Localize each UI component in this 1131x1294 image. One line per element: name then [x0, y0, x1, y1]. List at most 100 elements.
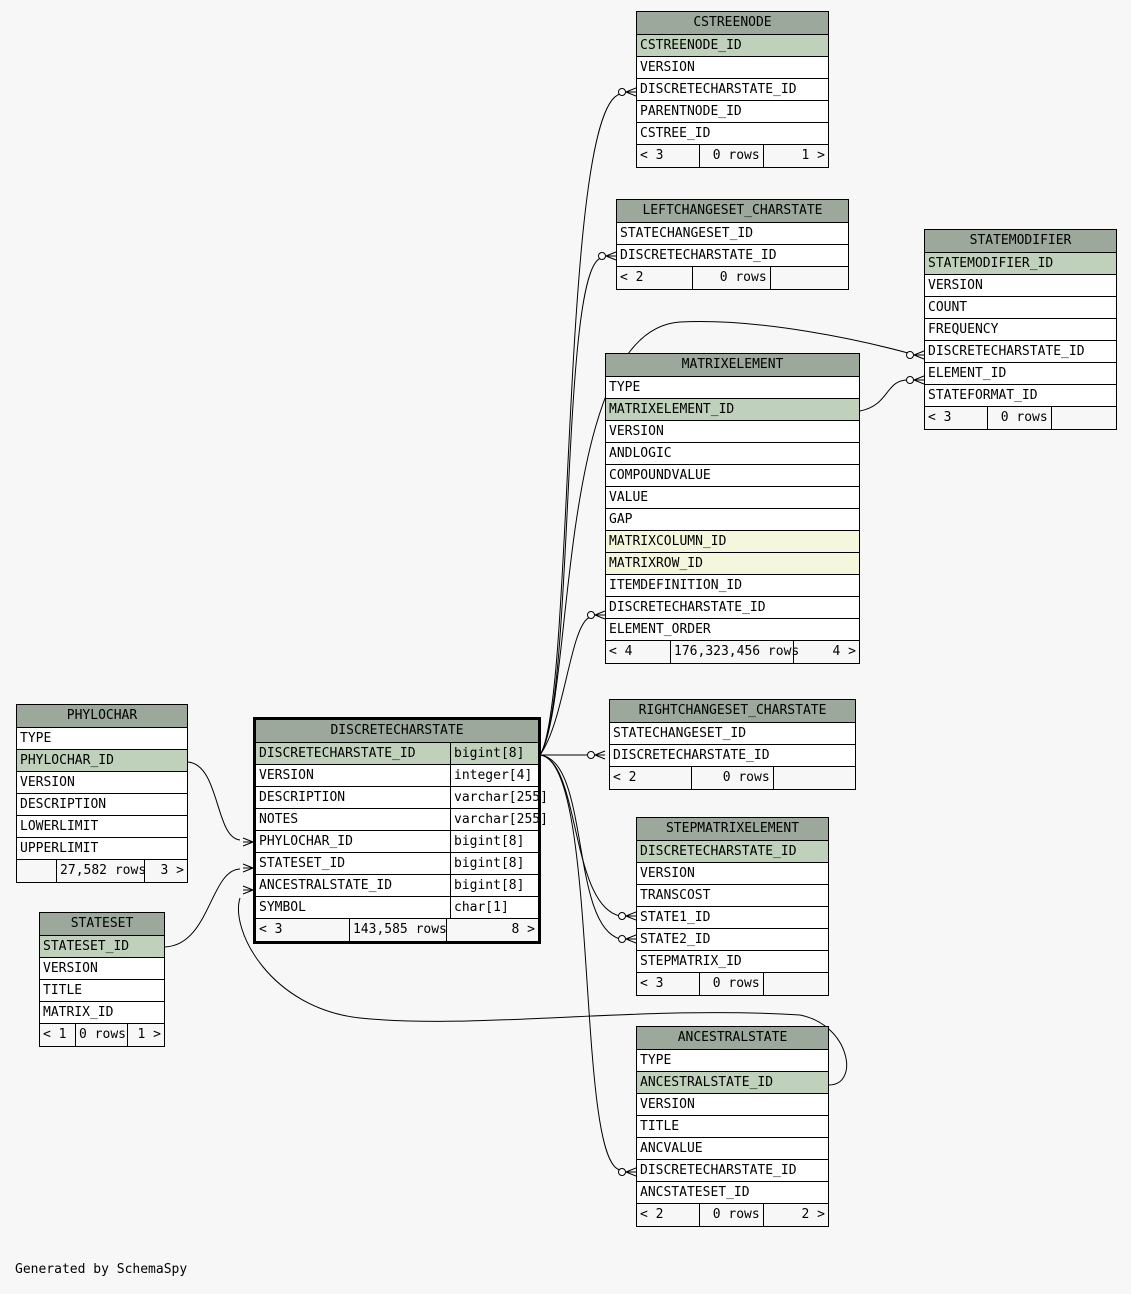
column-row[interactable]: DISCRETECHARSTATE_ID — [925, 341, 1116, 363]
column-row[interactable]: STATE1_ID — [637, 907, 828, 929]
edge-phylochar-crowfoot — [242, 837, 254, 847]
column-row[interactable]: STEPMATRIX_ID — [637, 951, 828, 973]
column-row[interactable]: STATECHANGESET_ID — [617, 223, 848, 245]
column-row[interactable]: DISCRETECHARSTATE_ID — [606, 597, 859, 619]
column-name: LOWERLIMIT — [20, 819, 99, 834]
column-row[interactable]: PARENTNODE_ID — [637, 101, 828, 123]
column-name: VERSION — [20, 775, 75, 790]
column-row[interactable]: UPPERLIMIT — [17, 838, 187, 860]
column-row[interactable]: COUNT — [925, 297, 1116, 319]
column-row[interactable]: VERSION — [637, 863, 828, 885]
column-row[interactable]: TYPE — [17, 728, 187, 750]
column-row[interactable]: TYPE — [606, 377, 859, 399]
column-row[interactable]: DISCRETECHARSTATE_ID — [617, 245, 848, 267]
table-name[interactable]: DISCRETECHARSTATE — [256, 720, 538, 743]
table-name[interactable]: LEFTCHANGESET_CHARSTATE — [617, 200, 848, 223]
column-row[interactable]: VALUE — [606, 487, 859, 509]
table-name[interactable]: STEPMATRIXELEMENT — [637, 818, 828, 841]
table-name[interactable]: CSTREENODE — [637, 12, 828, 35]
column-row[interactable]: LOWERLIMIT — [17, 816, 187, 838]
column-row[interactable]: GAP — [606, 509, 859, 531]
column-row[interactable]: ELEMENT_ID — [925, 363, 1116, 385]
table-name[interactable]: RIGHTCHANGESET_CHARSTATE — [610, 700, 855, 723]
column-row[interactable]: TRANSCOST — [637, 885, 828, 907]
column-name: DESCRIPTION — [259, 790, 346, 805]
column-row[interactable]: VERSION — [925, 275, 1116, 297]
column-type: bigint[8] — [450, 875, 538, 896]
column-row[interactable]: ELEMENT_ORDER — [606, 619, 859, 641]
column-row[interactable]: ANCVALUE — [637, 1138, 828, 1160]
edge-state1-crowfoot — [625, 911, 637, 921]
column-row[interactable]: TITLE — [40, 980, 164, 1002]
table-name[interactable]: STATESET — [40, 913, 164, 936]
column-row[interactable]: DISCRETECHARSTATE_ID — [637, 79, 828, 101]
table-name[interactable]: STATEMODIFIER — [925, 230, 1116, 253]
column-row[interactable]: STATESET_ID bigint[8] — [256, 853, 538, 875]
column-name: CSTREE_ID — [640, 126, 711, 141]
table-name[interactable]: MATRIXELEMENT — [606, 354, 859, 377]
column-row[interactable]: MATRIXELEMENT_ID — [606, 399, 859, 421]
column-row[interactable]: VERSION — [637, 57, 828, 79]
column-row[interactable]: COMPOUNDVALUE — [606, 465, 859, 487]
column-row[interactable]: TYPE — [637, 1050, 828, 1072]
column-row[interactable]: TITLE — [637, 1116, 828, 1138]
table-name[interactable]: ANCESTRALSTATE — [637, 1027, 828, 1050]
parents-count: < 4 — [606, 641, 672, 663]
column-row[interactable]: MATRIX_ID — [40, 1002, 164, 1024]
column-row[interactable]: MATRIXCOLUMN_ID — [606, 531, 859, 553]
column-row[interactable]: FREQUENCY — [925, 319, 1116, 341]
column-row[interactable]: CSTREE_ID — [637, 123, 828, 145]
column-row[interactable]: CSTREENODE_ID — [637, 35, 828, 57]
edge-ancestralstate-fk-crowfoot — [625, 1167, 637, 1177]
column-row[interactable]: VERSION — [637, 1094, 828, 1116]
column-row[interactable]: MATRIXROW_ID — [606, 553, 859, 575]
column-name: ANCESTRALSTATE_ID — [640, 1075, 774, 1090]
column-row[interactable]: ANDLOGIC — [606, 443, 859, 465]
column-row[interactable]: STATE2_ID — [637, 929, 828, 951]
column-type: bigint[8] — [450, 831, 538, 852]
column-row[interactable]: STATESET_ID — [40, 936, 164, 958]
column-row[interactable]: STATEMODIFIER_ID — [925, 253, 1116, 275]
column-name: VERSION — [928, 278, 983, 293]
column-row[interactable]: DESCRIPTION varchar[255] — [256, 787, 548, 809]
edge-leftchangeset — [539, 257, 602, 756]
column-row[interactable]: ITEMDEFINITION_ID — [606, 575, 859, 597]
column-type: bigint[8] — [450, 853, 538, 874]
table-name[interactable]: PHYLOCHAR — [17, 705, 187, 728]
column-type: varchar[255] — [450, 787, 548, 808]
column-name: STATESET_ID — [259, 856, 346, 871]
edge-state2-crowfoot — [625, 934, 637, 944]
column-row[interactable]: VERSION — [17, 772, 187, 794]
column-row[interactable]: PHYLOCHAR_ID — [17, 750, 187, 772]
column-row[interactable]: VERSION — [606, 421, 859, 443]
row-count: 0 rows — [76, 1024, 129, 1046]
column-row[interactable]: DISCRETECHARSTATE_ID — [637, 1160, 828, 1182]
column-row[interactable]: STATECHANGESET_ID — [610, 723, 855, 745]
column-row[interactable]: ANCSTATESET_ID — [637, 1182, 828, 1204]
column-row[interactable]: DISCRETECHARSTATE_ID — [637, 841, 828, 863]
column-row[interactable]: VERSION — [40, 958, 164, 980]
column-row[interactable]: ANCESTRALSTATE_ID — [637, 1072, 828, 1094]
column-row[interactable]: STATEFORMAT_ID — [925, 385, 1116, 407]
column-row[interactable]: DESCRIPTION — [17, 794, 187, 816]
column-row[interactable]: DISCRETECHARSTATE_ID — [610, 745, 855, 767]
